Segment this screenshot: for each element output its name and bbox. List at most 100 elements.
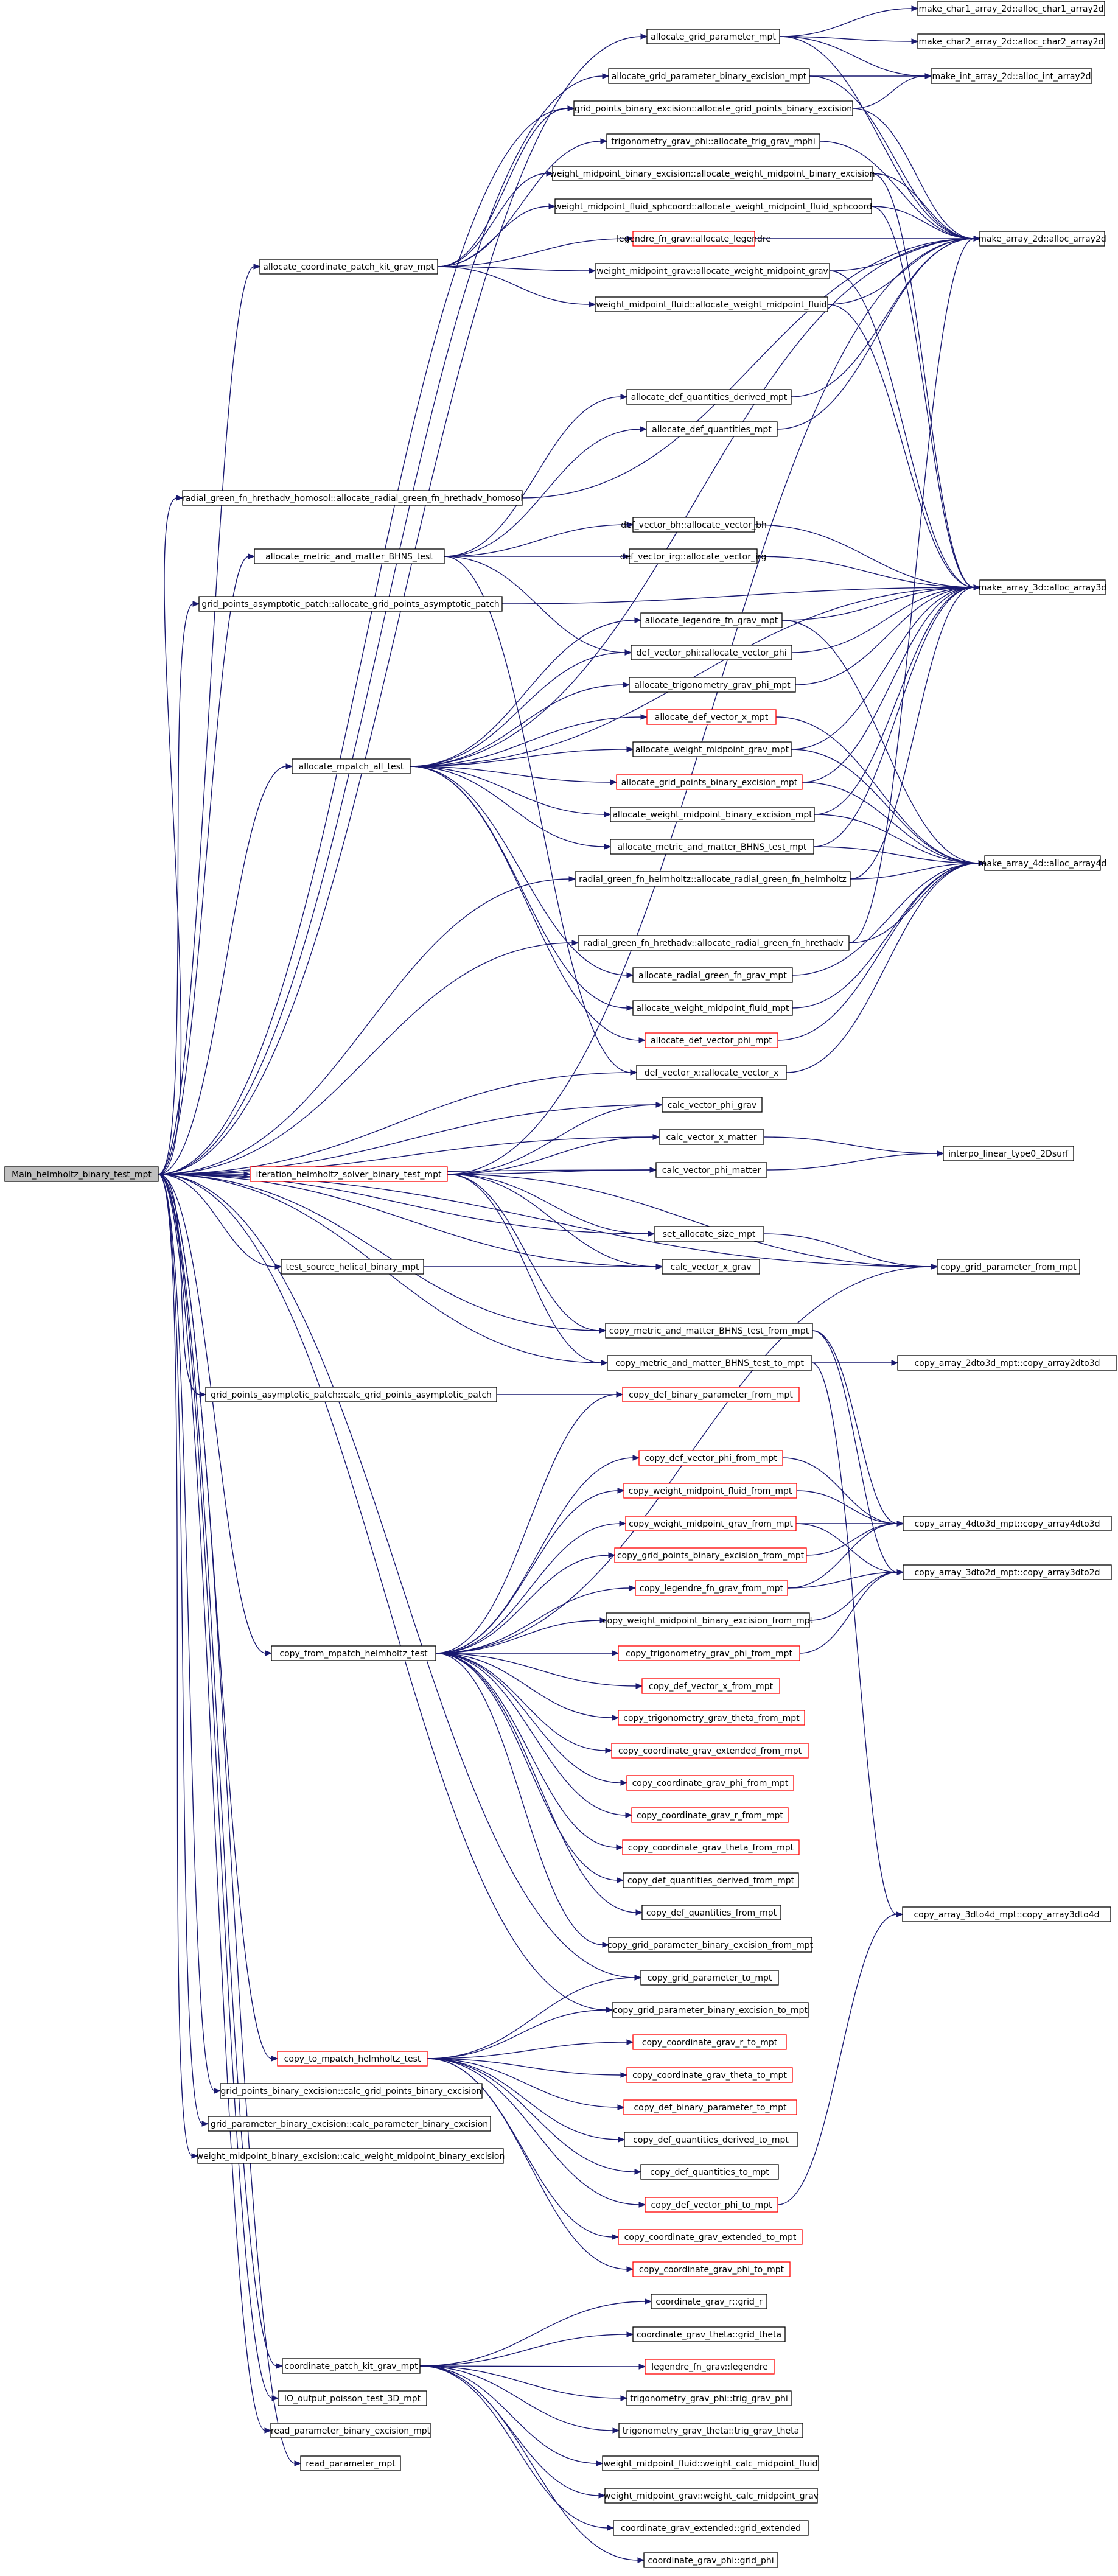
function-node[interactable]: IO_output_poisson_test_3D_mpt — [278, 2390, 427, 2406]
function-node[interactable]: coordinate_patch_kit_grav_mpt — [282, 2358, 421, 2374]
function-node[interactable]: grid_points_binary_excision::calc_grid_p… — [220, 2083, 483, 2099]
function-node[interactable]: coordinate_grav_extended::grid_extended — [613, 2520, 809, 2536]
function-node[interactable]: make_char2_array_2d::alloc_char2_array2d — [917, 33, 1105, 49]
function-node[interactable]: allocate_metric_and_matter_BHNS_test — [254, 548, 445, 564]
function-node[interactable]: legendre_fn_grav::allocate_legendre — [617, 231, 771, 247]
function-node[interactable]: copy_def_vector_x_from_mpt — [641, 1678, 780, 1694]
function-node[interactable]: copy_weight_midpoint_binary_excision_fro… — [603, 1612, 814, 1628]
function-node[interactable]: iteration_helmholtz_solver_binary_test_m… — [250, 1166, 448, 1182]
function-node[interactable]: allocate_weight_midpoint_grav_mpt — [632, 741, 792, 757]
function-node[interactable]: copy_array_2dto3d_mpt::copy_array2dto3d — [897, 1355, 1117, 1371]
function-node[interactable]: allocate_def_quantities_mpt — [646, 421, 778, 437]
function-node[interactable]: make_char1_array_2d::alloc_char1_array2d — [917, 1, 1105, 16]
function-node[interactable]: copy_from_mpatch_helmholtz_test — [271, 1645, 436, 1661]
function-node[interactable]: copy_trigonometry_grav_theta_from_mpt — [618, 1710, 805, 1726]
function-node[interactable]: test_source_helical_binary_mpt — [281, 1259, 424, 1275]
function-node[interactable]: copy_coordinate_grav_extended_to_mpt — [618, 2229, 803, 2245]
function-node[interactable]: coordinate_grav_r::grid_r — [651, 2294, 767, 2309]
function-node[interactable]: copy_weight_midpoint_grav_from_mpt — [625, 1516, 797, 1531]
function-node[interactable]: allocate_grid_points_binary_excision_mpt — [616, 774, 803, 790]
function-node[interactable]: weight_midpoint_binary_excision::calc_we… — [197, 2148, 505, 2164]
function-node[interactable]: def_vector_bh::allocate_vector_bh — [621, 517, 767, 533]
function-node[interactable]: copy_array_4dto3d_mpt::copy_array4dto3d — [903, 1516, 1112, 1531]
function-node[interactable]: coordinate_grav_theta::grid_theta — [632, 2326, 786, 2342]
function-node[interactable]: def_vector_phi::allocate_vector_phi — [631, 645, 792, 660]
function-node[interactable]: make_int_array_2d::alloc_int_array2d — [931, 68, 1092, 84]
function-node[interactable]: allocate_weight_midpoint_binary_excision… — [610, 807, 815, 822]
function-node[interactable]: allocate_radial_green_fn_grav_mpt — [632, 967, 793, 983]
function-node[interactable]: copy_grid_points_binary_excision_from_mp… — [614, 1547, 807, 1563]
function-node[interactable]: copy_def_vector_phi_from_mpt — [638, 1450, 783, 1466]
function-node[interactable]: allocate_metric_and_matter_BHNS_test_mpt — [610, 839, 814, 855]
function-node[interactable]: copy_def_vector_phi_to_mpt — [645, 2197, 778, 2213]
function-node[interactable]: copy_coordinate_grav_phi_to_mpt — [632, 2261, 791, 2277]
function-node[interactable]: copy_metric_and_matter_BHNS_test_from_mp… — [605, 1323, 813, 1339]
function-node[interactable]: weight_midpoint_binary_excision::allocat… — [550, 166, 875, 181]
function-node[interactable]: weight_midpoint_fluid_sphcoord::allocate… — [554, 198, 872, 214]
function-node[interactable]: grid_parameter_binary_excision::calc_par… — [208, 2116, 491, 2132]
function-node[interactable]: grid_points_asymptotic_patch::calc_grid_… — [205, 1387, 497, 1402]
root-function-node[interactable]: Main_helmholtz_binary_test_mpt — [4, 1166, 159, 1182]
function-node[interactable]: allocate_def_quantities_derived_mpt — [626, 389, 792, 405]
function-node[interactable]: weight_midpoint_fluid::allocate_weight_m… — [595, 296, 828, 312]
function-node[interactable]: allocate_legendre_fn_grav_mpt — [640, 612, 783, 628]
function-node[interactable]: interpo_linear_type0_2Dsurf — [943, 1146, 1074, 1161]
function-node[interactable]: copy_def_binary_parameter_from_mpt — [622, 1387, 800, 1402]
function-node[interactable]: trigonometry_grav_phi::allocate_trig_gra… — [606, 133, 820, 149]
function-node[interactable]: copy_coordinate_grav_theta_from_mpt — [622, 1839, 800, 1855]
function-node[interactable]: calc_vector_x_matter — [659, 1129, 764, 1145]
function-node[interactable]: copy_metric_and_matter_BHNS_test_to_mpt — [607, 1355, 812, 1371]
function-node[interactable]: copy_def_binary_parameter_to_mpt — [623, 2099, 797, 2115]
function-node[interactable]: allocate_mpatch_all_test — [292, 758, 411, 774]
function-node[interactable]: copy_def_quantities_derived_from_mpt — [623, 1872, 799, 1888]
function-node[interactable]: copy_to_mpatch_helmholtz_test — [277, 2051, 428, 2067]
function-node[interactable]: allocate_def_vector_phi_mpt — [645, 1032, 778, 1048]
function-node[interactable]: coordinate_grav_phi::grid_phi — [643, 2552, 778, 2568]
function-node[interactable]: allocate_def_vector_x_mpt — [646, 709, 777, 725]
function-node[interactable]: copy_coordinate_grav_theta_to_mpt — [626, 2067, 793, 2083]
function-node[interactable]: calc_vector_phi_grav — [662, 1097, 763, 1113]
function-node[interactable]: set_allocate_size_mpt — [654, 1226, 764, 1242]
function-node[interactable]: copy_grid_parameter_to_mpt — [640, 1970, 779, 1986]
function-node[interactable]: make_array_2d::alloc_array2d — [978, 231, 1106, 247]
function-node[interactable]: copy_trigonometry_grav_phi_from_mpt — [618, 1645, 800, 1661]
function-node[interactable]: weight_midpoint_fluid::weight_calc_midpo… — [602, 2455, 819, 2471]
function-node[interactable]: allocate_coordinate_patch_kit_grav_mpt — [259, 259, 438, 275]
function-node[interactable]: legendre_fn_grav::legendre — [645, 2359, 775, 2375]
function-node[interactable]: radial_green_fn_hrethadv::allocate_radia… — [578, 935, 850, 951]
function-node[interactable]: trigonometry_grav_phi::trig_grav_phi — [626, 2390, 792, 2406]
function-node[interactable]: make_array_4d::alloc_array4d — [979, 855, 1107, 871]
function-node[interactable]: weight_midpoint_grav::weight_calc_midpoi… — [604, 2488, 819, 2504]
function-node[interactable]: copy_grid_parameter_binary_excision_from… — [607, 1937, 814, 1953]
function-node[interactable]: make_array_3d::alloc_array3d — [979, 579, 1107, 595]
function-node[interactable]: copy_grid_parameter_from_mpt — [937, 1259, 1080, 1275]
function-node[interactable]: def_vector_irg::allocate_vector_irg — [620, 548, 767, 564]
function-node[interactable]: allocate_trigonometry_grav_phi_mpt — [629, 677, 796, 693]
function-node[interactable]: grid_points_asymptotic_patch::allocate_g… — [198, 596, 503, 612]
function-node[interactable]: copy_coordinate_grav_phi_from_mpt — [626, 1775, 794, 1791]
function-node[interactable]: copy_coordinate_grav_r_from_mpt — [631, 1807, 789, 1823]
function-node[interactable]: copy_legendre_fn_grav_from_mpt — [635, 1580, 788, 1596]
function-node[interactable]: copy_grid_parameter_binary_excision_to_m… — [612, 2002, 809, 2018]
function-node[interactable]: allocate_weight_midpoint_fluid_mpt — [632, 1000, 793, 1016]
function-node[interactable]: calc_vector_phi_matter — [655, 1162, 767, 1178]
function-node[interactable]: weight_midpoint_grav::allocate_weight_mi… — [595, 263, 830, 279]
function-node[interactable]: copy_def_quantities_from_mpt — [641, 1905, 781, 1920]
function-node[interactable]: copy_def_quantities_derived_to_mpt — [624, 2132, 798, 2147]
function-node[interactable]: copy_array_3dto2d_mpt::copy_array3dto2d — [903, 1564, 1112, 1580]
function-node[interactable]: read_parameter_mpt — [300, 2455, 401, 2471]
function-node[interactable]: allocate_grid_parameter_binary_excision_… — [608, 68, 810, 84]
function-node[interactable]: copy_array_3dto4d_mpt::copy_array3dto4d — [902, 1906, 1111, 1922]
function-node[interactable]: trigonometry_grav_theta::trig_grav_theta — [618, 2423, 803, 2438]
function-node[interactable]: allocate_grid_parameter_mpt — [646, 29, 780, 44]
function-node[interactable]: copy_coordinate_grav_r_to_mpt — [632, 2034, 787, 2050]
function-node[interactable]: def_vector_x::allocate_vector_x — [636, 1065, 787, 1080]
function-node[interactable]: radial_green_fn_helmholtz::allocate_radi… — [575, 871, 851, 887]
function-node[interactable]: copy_coordinate_grav_extended_from_mpt — [611, 1743, 809, 1759]
function-node[interactable]: read_parameter_binary_excision_mpt — [270, 2423, 431, 2438]
function-node[interactable]: copy_def_quantities_to_mpt — [640, 2164, 779, 2180]
function-node[interactable]: radial_green_fn_hrethadv_homosol::alloca… — [182, 490, 523, 506]
function-node[interactable]: grid_points_binary_excision::allocate_gr… — [573, 100, 853, 116]
function-node[interactable]: copy_weight_midpoint_fluid_from_mpt — [623, 1483, 797, 1499]
function-node[interactable]: calc_vector_x_grav — [662, 1259, 760, 1275]
